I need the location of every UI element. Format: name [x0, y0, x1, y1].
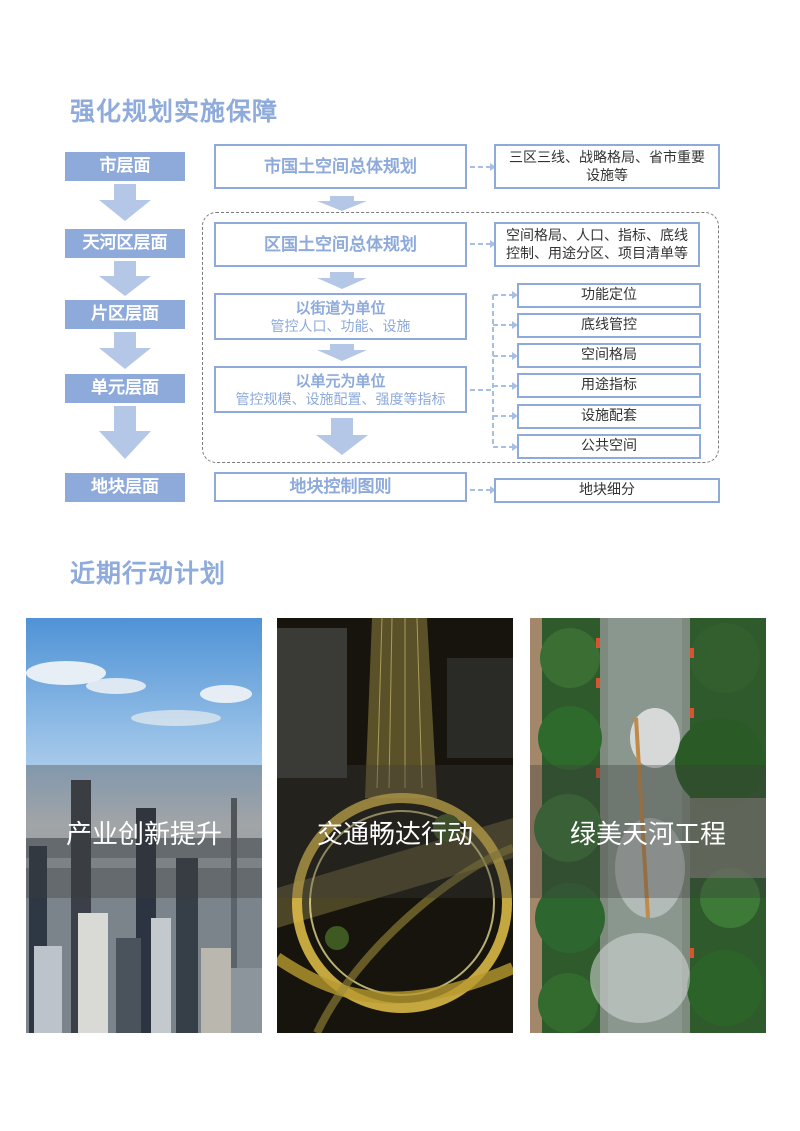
- plot-content-box: 地块细分: [494, 478, 720, 503]
- city-master-plan-label: 市国土空间总体规划: [264, 157, 417, 177]
- down-arrow-icon: [317, 196, 367, 211]
- panel-green-label: 绿美天河工程: [569, 820, 726, 850]
- down-arrow-icon: [99, 406, 151, 459]
- panel-industry: 产业创新提升: [26, 618, 262, 1033]
- night-interchange-photo: [277, 618, 513, 1033]
- unit-subtitle: 管控规模、设施配置、强度等指标: [235, 392, 446, 408]
- unit-item-bottomline: 底线管控: [517, 313, 701, 338]
- unit-box: 以单元为单位 管控规模、设施配置、强度等指标: [214, 366, 467, 413]
- level-unit: 单元层面: [65, 374, 185, 403]
- unit-item-facilities: 设施配套: [517, 404, 701, 429]
- level-area: 片区层面: [65, 300, 185, 329]
- street-unit-title: 以街道为单位: [295, 299, 386, 317]
- city-master-plan-box: 市国土空间总体规划: [214, 144, 467, 189]
- dashed-connectors: [470, 163, 518, 494]
- panel-transport-label: 交通畅达行动: [316, 820, 473, 850]
- city-skyline-photo: [26, 618, 262, 1033]
- panel-green: 绿美天河工程: [530, 618, 766, 1033]
- panel-transport: 交通畅达行动: [277, 618, 513, 1033]
- down-arrow-icon: [99, 332, 151, 369]
- district-master-plan-box: 区国土空间总体规划: [214, 222, 467, 267]
- level-tianhe-district: 天河区层面: [65, 229, 185, 258]
- section-title-action-plan: 近期行动计划: [70, 559, 227, 588]
- plot-control-label: 地块控制图则: [289, 477, 392, 497]
- district-scope-container: [202, 212, 719, 463]
- city-content-box: 三区三线、战略格局、省市重要 设施等: [494, 144, 720, 189]
- down-arrow-icon: [317, 272, 367, 289]
- unit-item-spatial: 空间格局: [517, 343, 701, 368]
- street-unit-subtitle: 管控人口、功能、设施: [270, 319, 411, 335]
- district-master-plan-label: 区国土空间总体规划: [264, 235, 417, 255]
- unit-title: 以单元为单位: [295, 372, 386, 390]
- down-arrow-icon: [99, 184, 151, 221]
- down-arrow-icon: [99, 261, 151, 296]
- down-arrow-icon: [317, 344, 367, 361]
- unit-item-function: 功能定位: [517, 283, 701, 308]
- unit-item-public-space: 公共空间: [517, 434, 701, 459]
- section-title-guarantee: 强化规划实施保障: [70, 97, 279, 126]
- river-dragon-boat-photo: [530, 618, 766, 1033]
- level-plot: 地块层面: [65, 473, 185, 502]
- city-content-line1: 三区三线、战略格局、省市重要: [509, 150, 705, 166]
- unit-item-landuse: 用途指标: [517, 373, 701, 398]
- level-city: 市层面: [65, 152, 185, 181]
- district-content-box: 空间格局、人口、指标、底线 控制、用途分区、项目清单等: [494, 222, 700, 267]
- district-content-line2: 控制、用途分区、项目清单等: [506, 246, 688, 262]
- city-content-line2: 设施等: [586, 168, 628, 184]
- district-content-line1: 空间格局、人口、指标、底线: [506, 228, 688, 244]
- down-arrow-icon: [316, 418, 368, 455]
- street-unit-box: 以街道为单位 管控人口、功能、设施: [214, 293, 467, 340]
- panel-industry-label: 产业创新提升: [65, 820, 222, 850]
- plot-control-box: 地块控制图则: [214, 472, 467, 502]
